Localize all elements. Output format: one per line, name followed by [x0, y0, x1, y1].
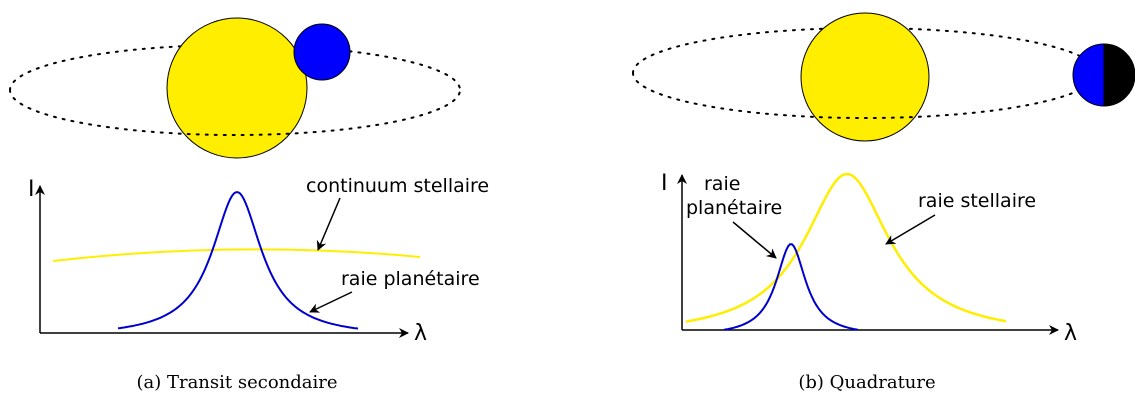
- panel-b: I λ raie planétaire raie stellaire (b) Q…: [632, 12, 1135, 393]
- arrow-continuum: [316, 197, 341, 251]
- planet-b-night-side: [1103, 43, 1135, 107]
- y-axis-label-b: I: [661, 171, 668, 196]
- planet-b-day-side: [1072, 43, 1105, 107]
- stellar-line-curve-b: [685, 172, 1007, 323]
- orbit-b-front: [632, 72, 1098, 119]
- arrow-planet-line-b: [732, 221, 777, 259]
- orbit-a-front: [9, 89, 461, 136]
- caption-a: (a) Transit secondaire: [136, 372, 337, 393]
- star-b: [800, 12, 930, 142]
- caption-b: (b) Quadrature: [798, 372, 935, 393]
- planet-a: [293, 23, 351, 81]
- arrow-planet-line-a: [309, 291, 353, 313]
- x-axis-label-b: λ: [1064, 321, 1077, 346]
- label-planet-line-b-1: raie: [704, 173, 740, 195]
- label-continuum: continuum stellaire: [306, 175, 489, 197]
- x-axis-label-a: λ: [414, 321, 427, 346]
- arrow-stellar-line-b: [885, 214, 936, 245]
- planet-line-curve-b: [723, 243, 859, 331]
- planet-line-curve-a: [117, 191, 359, 330]
- label-stellar-line-b: raie stellaire: [918, 190, 1036, 212]
- star-a: [166, 17, 308, 159]
- label-planet-line-a: raie planétaire: [341, 268, 480, 290]
- y-axis-label-a: I: [28, 177, 35, 202]
- continuum-curve-a: [52, 248, 421, 262]
- label-planet-line-b-2: planétaire: [686, 197, 782, 219]
- panel-a: I λ continuum stellaire raie planétaire …: [9, 17, 489, 393]
